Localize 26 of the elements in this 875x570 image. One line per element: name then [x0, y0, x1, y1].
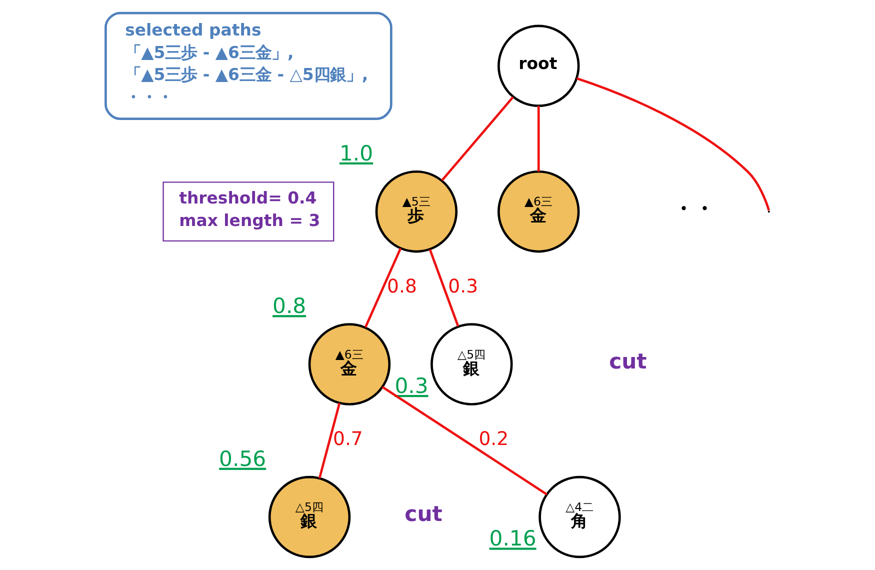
- node-circle: ▲5三 歩: [375, 170, 458, 253]
- node-label: 0.8: [272, 293, 306, 318]
- label: cut: [404, 501, 442, 526]
- connector: [364, 248, 402, 328]
- edge-label: 0.3: [448, 276, 478, 298]
- label: ・・: [673, 196, 716, 221]
- connector: [441, 96, 514, 182]
- node-label: 0.3: [394, 372, 428, 398]
- connector: [382, 386, 548, 496]
- edge-label: 0.2: [478, 429, 509, 450]
- connector: [576, 77, 770, 211]
- node-box: threshold= 0.4 max length = 3: [162, 182, 334, 242]
- edge-label: 0.8: [387, 276, 417, 298]
- node-label: 1.0: [339, 140, 374, 166]
- node-circle: △5四 銀: [268, 476, 351, 558]
- connector: [318, 402, 341, 479]
- edge-label: 0.7: [333, 429, 363, 450]
- node-circle: root: [498, 24, 580, 108]
- node-circle: ▲6三 金: [308, 323, 391, 406]
- node-circle: ▲6三 金: [498, 170, 580, 253]
- label: cut: [609, 348, 647, 374]
- connector: [428, 249, 460, 327]
- node-label: 0.16: [489, 526, 536, 551]
- node-box: selected paths 「▲5三歩 - ▲6三金」, 「▲5三歩 - ▲6三金 - △5四銀」, ・・・: [104, 12, 392, 120]
- connector: [537, 106, 540, 172]
- node-label: 0.56: [219, 446, 266, 471]
